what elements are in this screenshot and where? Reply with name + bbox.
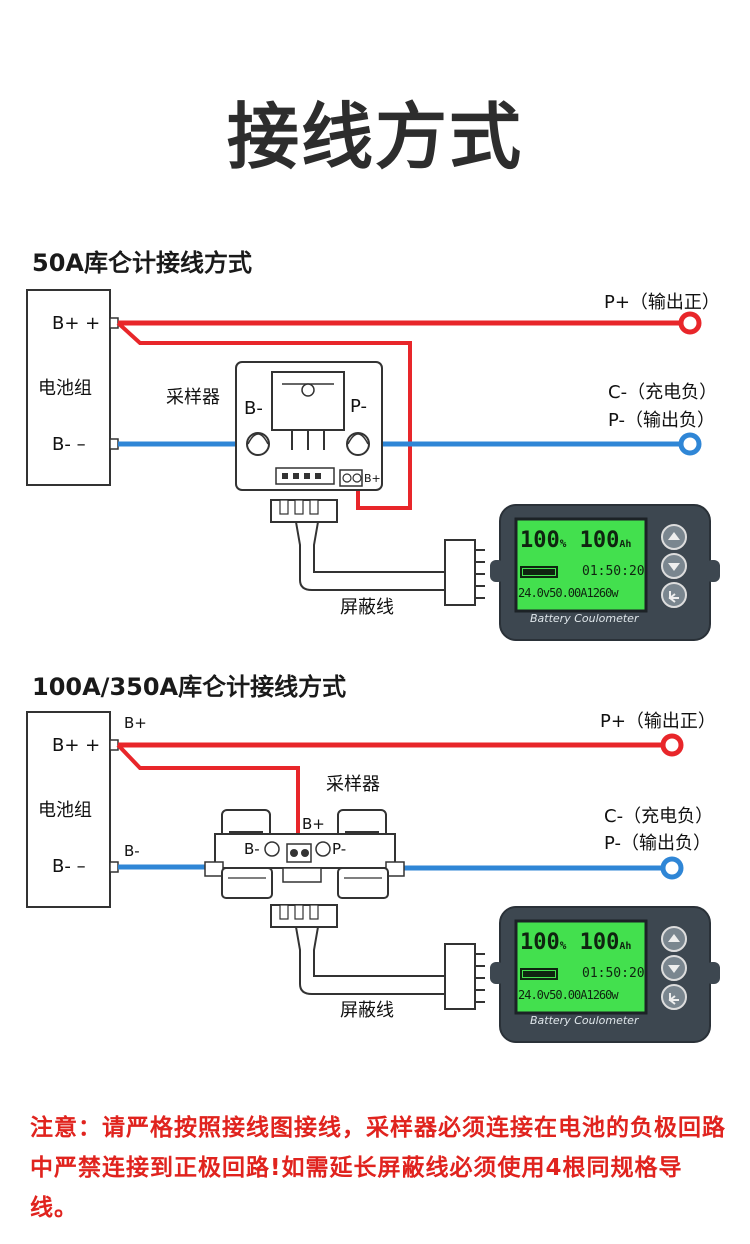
diagram2-heading: 100A/350A库仑计接线方式 [32,673,347,701]
cable-label-1: 屏蔽线 [340,597,394,618]
cable-label-2: 屏蔽线 [340,1000,394,1021]
out-negative-label-2: P-（输出负） [604,833,711,854]
battery-pos-label-2: B+ + [52,735,101,756]
meter-percent: 100 [520,528,560,553]
battery-box-1 [26,289,111,486]
shunt-bplus-label-2: B+ [302,815,325,833]
battery-label-1: 电池组 [38,378,92,399]
diagram1-heading: 50A库仑计接线方式 [32,249,252,277]
wire-bminus-label-2: B- [124,842,140,860]
terminal-positive-1 [678,311,702,335]
meter-time: 01:50:20 [582,564,645,579]
meter-lcd-1: 100% 100Ah 01:50:20 24.0v50.00A1260w [518,528,645,600]
shunt-bminus-label-2: B- [244,840,260,858]
meter-brand-2: Battery Coulometer [530,1014,639,1027]
wire-bplus-label-2: B+ [124,714,147,732]
battery-label-2: 电池组 [38,800,92,821]
sampler-label-2: 采样器 [326,774,380,795]
shunt-bminus-label-1: B- [244,398,263,419]
terminal-negative-1 [678,432,702,456]
sampler-label-1: 采样器 [166,387,220,408]
shunt-bplus-label-1: B+ [364,472,381,485]
battery-neg-label-1: B- – [52,434,86,455]
meter-brand-1: Battery Coulometer [530,612,639,625]
battery-icon [520,968,558,980]
out-positive-label-2: P+（输出正） [600,711,716,732]
charge-negative-label-2: C-（充电负） [604,806,714,827]
terminal-positive-2 [660,733,684,757]
red-wire-bplus-1 [116,321,412,510]
shunt-pminus-label-2: P- [332,840,347,858]
red-wire-bplus-2 [116,743,300,852]
out-positive-label-1: P+（输出正） [604,292,720,313]
warning-note: 注意：请严格按照接线图接线，采样器必须连接在电池的负极回路中严禁连接到正极回路!… [30,1115,726,1221]
meter-lcd-2: 100% 100Ah 01:50:20 24.0v50.00A1260w [518,930,645,1002]
out-negative-label-1: P-（输出负） [608,410,715,431]
battery-pos-label-1: B+ + [52,313,101,334]
battery-icon [520,566,558,578]
battery-neg-label-2: B- – [52,856,86,877]
terminal-negative-2 [660,856,684,880]
meter-capacity: 100 [579,528,620,553]
page-title: 接线方式 [226,95,523,179]
charge-negative-label-1: C-（充电负） [608,382,718,403]
battery-box-2 [26,711,111,908]
shunt-pminus-label-1: P- [350,396,367,417]
sampler-100a [204,809,405,899]
